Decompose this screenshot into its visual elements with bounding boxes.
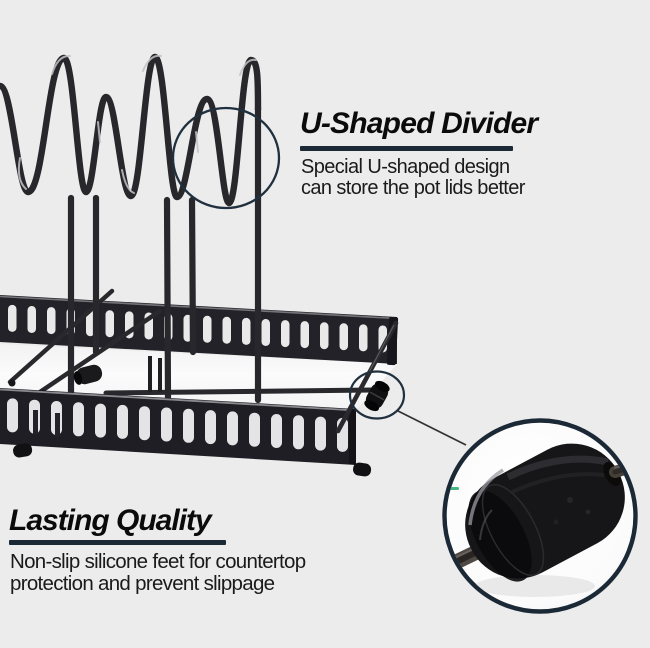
circled-silicone-foot (364, 380, 390, 412)
u-divider-highlight-circle (171, 106, 281, 210)
lasting-quality-description-line1: Non-slip silicone feet for countertop (10, 550, 306, 573)
u-divider-description: Special U-shaped design can store the po… (301, 157, 525, 198)
silicone-feet (13, 443, 372, 477)
foot-zoom-bubble (442, 418, 638, 614)
lasting-quality-description-line2: protection and prevent slippage (10, 571, 275, 595)
wire-highlights (17, 54, 257, 194)
u-shaped-divider-wire (0, 53, 262, 207)
u-divider-title: U-Shaped Divider (300, 107, 538, 140)
silicone-foot-closeup (446, 443, 634, 597)
mid-foot (73, 364, 103, 385)
lasting-quality-underline (9, 540, 226, 545)
front-rail (0, 388, 357, 465)
u-divider-description-line1: Special U-shaped design (301, 156, 510, 178)
lasting-quality-title: Lasting Quality (9, 504, 212, 537)
back-rail (0, 295, 399, 366)
u-divider-underline (300, 146, 513, 151)
right-support-rod (335, 320, 399, 434)
wire-legs (67, 104, 262, 404)
foot-highlight-circle (348, 370, 406, 420)
lasting-quality-description: Non-slip silicone feet for countertop pr… (10, 550, 306, 595)
backdrop-band (0, 344, 397, 410)
lid-hooks (148, 356, 162, 392)
callout-line (397, 410, 467, 446)
u-divider-description-line2: can store the pot lids better (301, 176, 525, 199)
